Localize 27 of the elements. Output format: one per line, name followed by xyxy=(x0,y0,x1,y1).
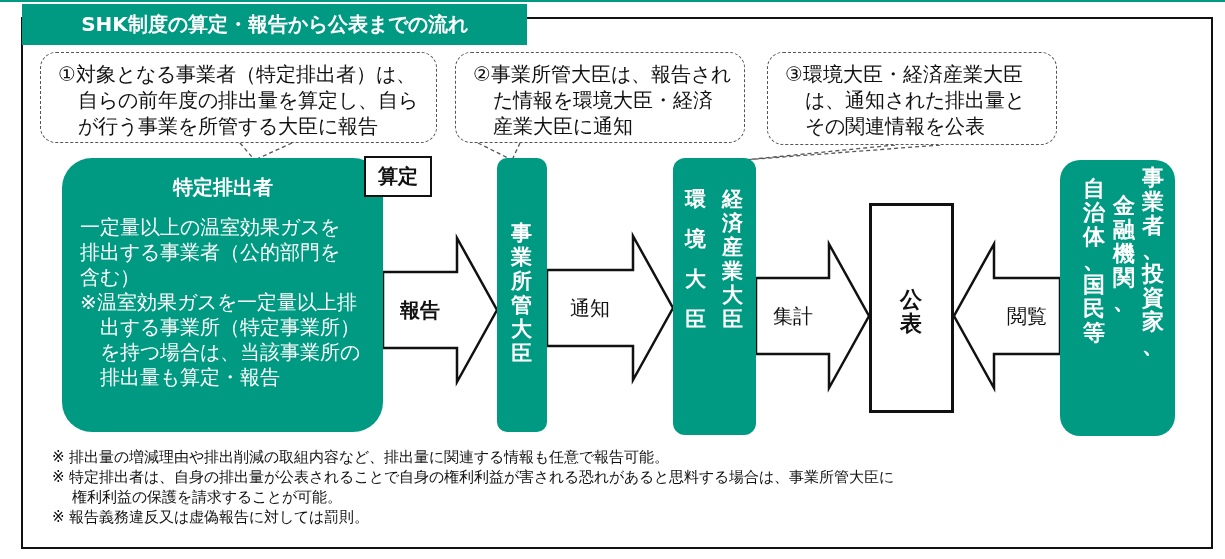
heading: 特定排出者 xyxy=(171,174,274,201)
vertical-label: 金融機関、 xyxy=(1113,194,1135,314)
vertical-label: 自治体、国民等 xyxy=(1083,177,1105,345)
vertical-label: 経済産業大臣 xyxy=(722,188,743,332)
body-text: 一定量以上の温室効果ガスを排出する事業者（公的部門を含む） xyxy=(80,215,341,290)
note-text: ※ 報告義務違反又は虚偽報告に対しては罰則。 xyxy=(52,507,371,527)
actor-box xyxy=(497,158,547,432)
step-tag: 算定 xyxy=(364,156,432,197)
actor-box xyxy=(1060,160,1175,436)
callout-text: ①対象となる事業者（特定排出者）は、自らの前年度の排出量を算定し、自らが行う事業を所管する大臣に報告 xyxy=(58,61,419,139)
vertical-label: 事業者、投資家、 xyxy=(1142,166,1164,358)
title: SHK制度の算定・報告から公表までの流れ xyxy=(22,4,527,45)
speech-bubble xyxy=(767,52,1057,145)
vertical-label: 環境大臣 xyxy=(685,188,706,333)
callout-text: ②事業所管大臣は、報告された情報を環境大臣・経済産業大臣に通知 xyxy=(473,61,731,139)
speech-bubble xyxy=(40,52,437,143)
callout-text: ③環境大臣・経済産業大臣は、通知された排出量とその関連情報を公表 xyxy=(785,61,1026,139)
actor-box xyxy=(673,158,756,435)
note-text: ※ 排出量の増減理由や排出削減の取組内容など、排出量に関連する情報も任意で報告可能。 xyxy=(52,447,671,467)
note-text: ※ 特定排出者は、自身の排出量が公表されることで自身の権利利益が害される恐れがあると思料する場合は、事業所管大臣に権利利益の保護を請求することが可能。 xyxy=(52,467,896,507)
vertical-label: 公表 xyxy=(900,288,922,336)
leader-line xyxy=(477,142,521,161)
vertical-label: 事業所管大臣 xyxy=(511,222,532,366)
publication-box xyxy=(869,203,954,413)
body-text: ※温室効果ガスを一定量以上排出する事業所（特定事業所）を持つ場合は、当該事業所の排出量も算定・報告 xyxy=(80,290,361,390)
speech-bubble xyxy=(455,52,745,143)
leader-line xyxy=(239,142,293,161)
